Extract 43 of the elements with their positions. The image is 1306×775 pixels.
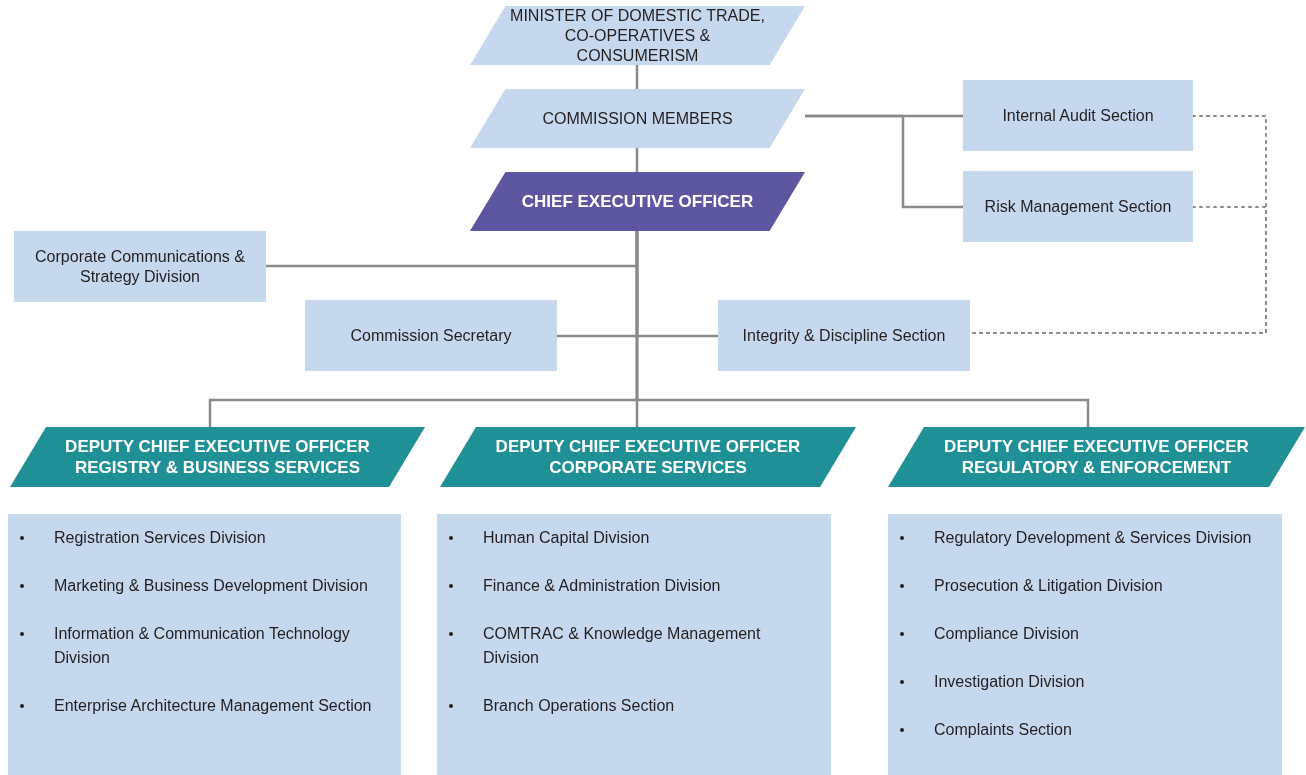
parallelogram-box — [470, 89, 805, 148]
dotted-connector — [969, 206, 1267, 334]
header-text: DEPUTY CHIEF EXECUTIVE OFFICER REGULATORY & ENFORCEMENT — [943, 435, 1250, 479]
list-item: Human Capital Division — [483, 528, 650, 548]
box-label: Internal Audit Section — [1002, 105, 1154, 126]
section-box — [718, 300, 970, 371]
division-list-panel — [8, 514, 401, 775]
box-label: Integrity & Discipline Section — [742, 325, 946, 346]
list-item: Enterprise Architecture Management Section — [54, 696, 372, 716]
box-label: Corporate Communications & Strategy Division — [34, 246, 246, 287]
division-header-parallelogram — [888, 427, 1305, 487]
box-label: Commission Secretary — [350, 325, 512, 346]
section-box — [963, 80, 1193, 151]
list-item: Branch Operations Section — [483, 696, 675, 716]
connector-line — [635, 231, 1090, 427]
section-box — [963, 171, 1193, 242]
list-item: Complaints Section — [934, 720, 1072, 740]
header-text: DEPUTY CHIEF EXECUTIVE OFFICER CORPORATE SERVICES — [494, 435, 802, 479]
connector-line — [635, 148, 639, 172]
header-text: COMMISSION MEMBERS — [542, 108, 733, 129]
division-header-parallelogram — [440, 427, 856, 487]
list-item: Regulatory Development & Services Division — [934, 528, 1252, 548]
list-item: Compliance Division — [934, 624, 1079, 644]
list-item: Marketing & Business Development Division — [54, 576, 368, 596]
division-header-parallelogram — [10, 427, 425, 487]
parallelogram-box — [470, 6, 805, 65]
section-box — [305, 300, 557, 371]
division-list-panel — [888, 514, 1282, 775]
division-list-panel — [437, 514, 831, 775]
parallelogram-box — [470, 172, 805, 231]
section-box — [14, 231, 266, 302]
box-label: Risk Management Section — [984, 196, 1172, 217]
list-item: Finance & Administration Division — [483, 576, 721, 596]
header-text: CHIEF EXECUTIVE OFFICER — [521, 190, 754, 213]
list-item: COMTRAC & Knowledge Management Division — [483, 624, 762, 668]
list-item: Investigation Division — [934, 672, 1085, 692]
connector-line — [805, 114, 963, 209]
list-item: Information & Communication Technology Division — [54, 624, 351, 668]
list-item: Prosecution & Litigation Division — [934, 576, 1163, 596]
connector-line — [635, 65, 639, 89]
header-text: DEPUTY CHIEF EXECUTIVE OFFICER REGISTRY & BUSINESS SERVICES — [64, 435, 371, 479]
list-item: Registration Services Division — [54, 528, 266, 548]
header-text: MINISTER OF DOMESTIC TRADE, CO-OPERATIVES & CONSUMERISM — [509, 5, 766, 66]
